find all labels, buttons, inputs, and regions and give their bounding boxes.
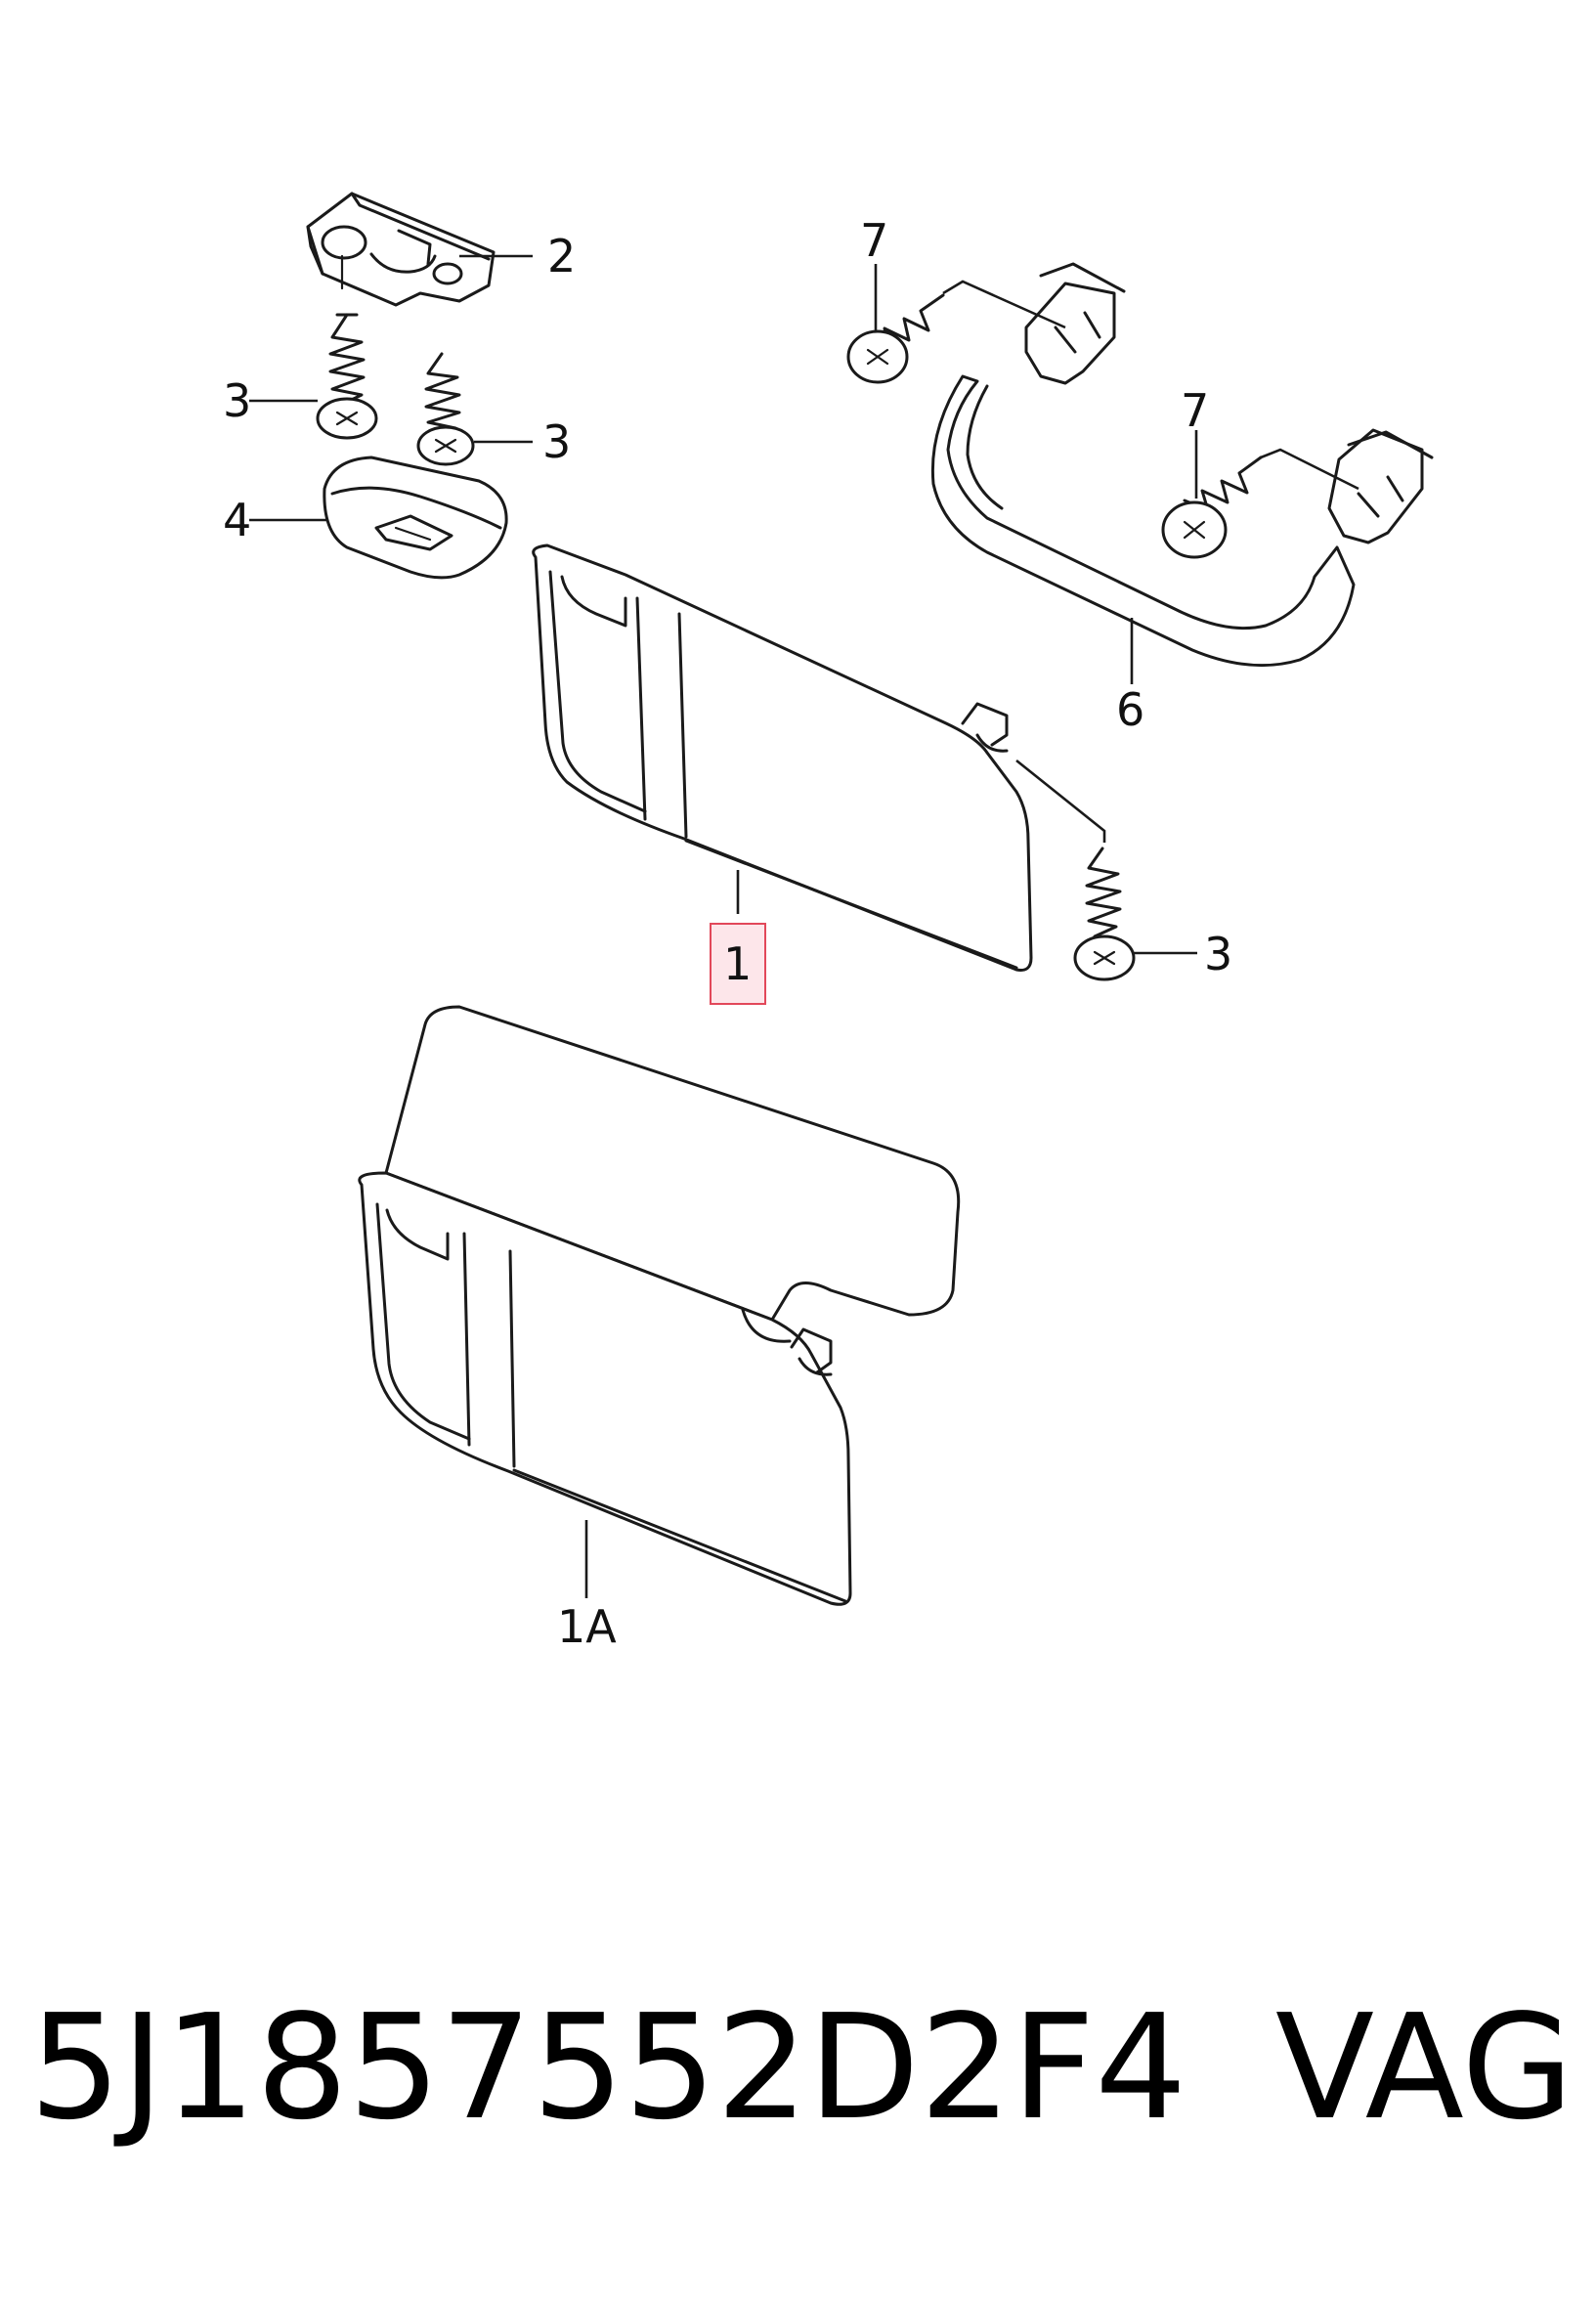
part-number-footer: 5J1857552D2F4 VAG bbox=[29, 1979, 1574, 2155]
callout-7-top[interactable]: 7 bbox=[860, 214, 888, 267]
callout-1a[interactable]: 1A bbox=[557, 1600, 617, 1653]
screw-3-left bbox=[316, 313, 378, 440]
callout-3-left[interactable]: 3 bbox=[223, 374, 251, 427]
brand-name: VAG bbox=[1274, 1983, 1574, 2151]
part-1-sun-visor bbox=[532, 543, 1033, 972]
callout-1[interactable]: 1 bbox=[723, 937, 752, 990]
leader-lines bbox=[249, 254, 1359, 1598]
part-2-bracket bbox=[306, 192, 496, 307]
screw-7-top bbox=[846, 293, 945, 384]
screw-3-right bbox=[1073, 847, 1136, 981]
callout-6[interactable]: 6 bbox=[1116, 683, 1144, 736]
callout-2[interactable]: 2 bbox=[547, 230, 576, 282]
highlight-box-part-1 bbox=[710, 923, 766, 1005]
part-number: 5J1857552D2F4 bbox=[29, 1983, 1187, 2151]
part-4-cover-cap bbox=[323, 456, 508, 580]
callout-3-mid[interactable]: 3 bbox=[542, 415, 571, 468]
callout-7-right[interactable]: 7 bbox=[1181, 384, 1209, 437]
screw-7-right bbox=[1161, 456, 1263, 559]
screw-3-mid bbox=[416, 352, 475, 466]
part-6-grab-handle bbox=[930, 262, 1434, 668]
part-1a-sun-visor-extension bbox=[358, 1005, 961, 1606]
callout-4[interactable]: 4 bbox=[223, 494, 251, 546]
callout-3-right[interactable]: 3 bbox=[1204, 928, 1232, 980]
